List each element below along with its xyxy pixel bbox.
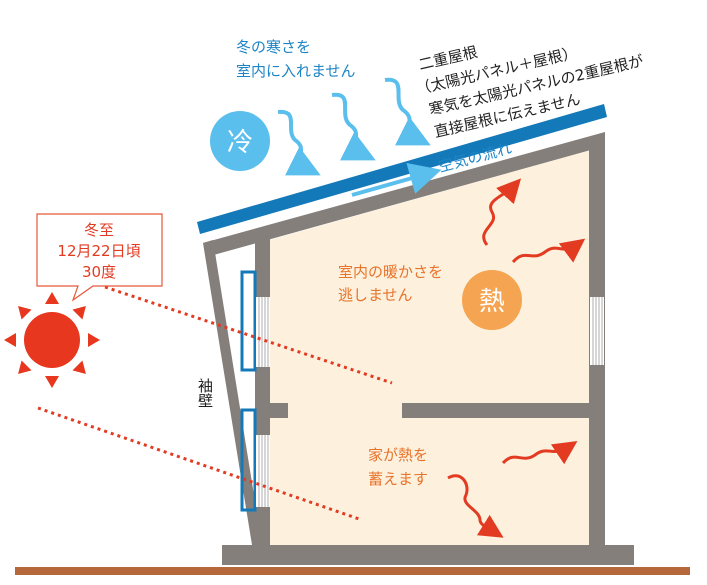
foundation — [222, 545, 634, 565]
cold-icon — [210, 111, 270, 171]
window-right — [590, 297, 604, 365]
house-roof-frame — [203, 132, 605, 256]
heat-text-line1: 室内の暖かさを — [338, 263, 443, 281]
heat-text-line2: 逃しません — [338, 286, 413, 304]
sun-icon — [4, 292, 100, 388]
heat-icon-label: 熱 — [479, 287, 505, 317]
cold-wave-arrows — [277, 77, 431, 176]
interior-space — [270, 150, 590, 545]
floor-stub — [260, 403, 288, 418]
airflow-arrow — [351, 163, 442, 197]
storage-text-line1: 家が熱を — [368, 446, 428, 464]
callout-line1: 冬至 — [84, 221, 114, 239]
wing-wall — [203, 240, 262, 545]
heat-wave-arrows — [447, 178, 586, 538]
cold-icon-label: 冷 — [227, 128, 253, 158]
heat-icon — [462, 270, 522, 330]
solar-panel-roof — [197, 104, 607, 234]
cold-text-line1: 冬の寒さを — [236, 38, 311, 56]
wing-wall-label: 袖壁 — [196, 378, 214, 408]
second-floor — [402, 403, 602, 418]
solstice-callout — [36, 213, 163, 302]
callout-line2: 12月22日頃 — [57, 242, 140, 260]
callout-line3: 30度 — [82, 263, 116, 281]
cold-text-line2: 室内に入れません — [236, 62, 356, 80]
storage-text-line2: 蓄えます — [368, 470, 428, 488]
ground — [15, 567, 690, 575]
sunlight-rays — [37, 285, 393, 522]
window-upper-left — [240, 270, 270, 372]
window-lower-left — [240, 408, 270, 512]
